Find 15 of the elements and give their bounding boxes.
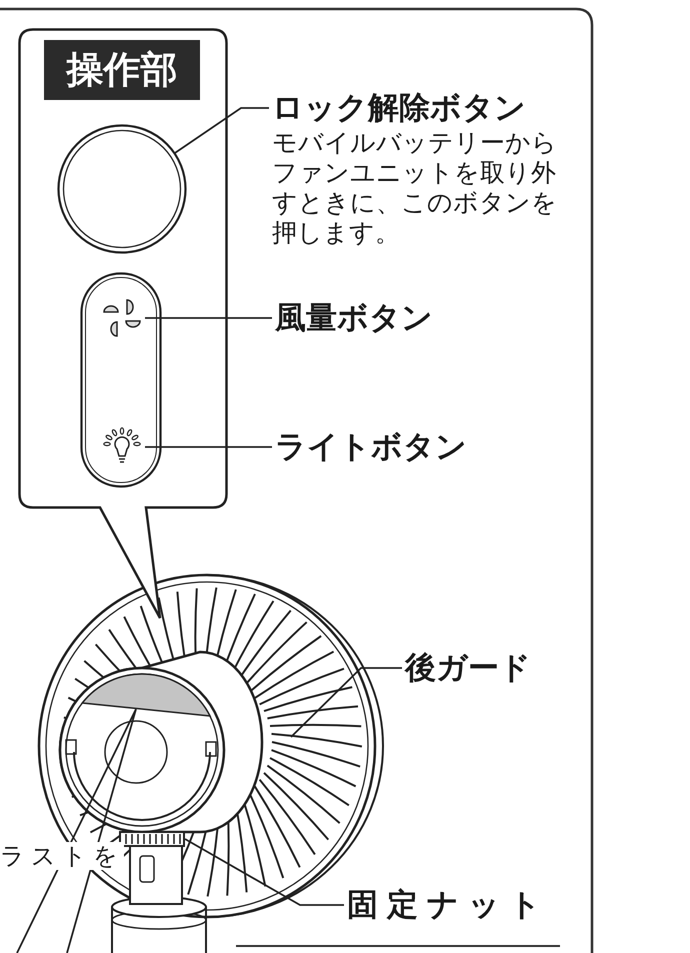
leader-line [16, 708, 137, 953]
leader-line [174, 107, 269, 154]
note-text: ラストを [0, 842, 124, 870]
description-text: モバイルバッテリーからファンユニットを取り外すときに、このボタンを押します。 [272, 128, 558, 248]
lock-release-button [57, 124, 187, 254]
part-label: ライトボタン [275, 429, 467, 465]
panel-heading: 操作部 [44, 40, 200, 100]
leader-line [145, 446, 272, 448]
callout-panel [18, 28, 228, 620]
leader-line [145, 317, 272, 319]
part-label: ロック解除ボタン [272, 90, 527, 126]
part-label: 風量ボタン [275, 300, 433, 336]
part-label: 固定ナット [347, 887, 550, 923]
part-label: 後ガード [405, 650, 531, 686]
leader-line [290, 667, 402, 738]
